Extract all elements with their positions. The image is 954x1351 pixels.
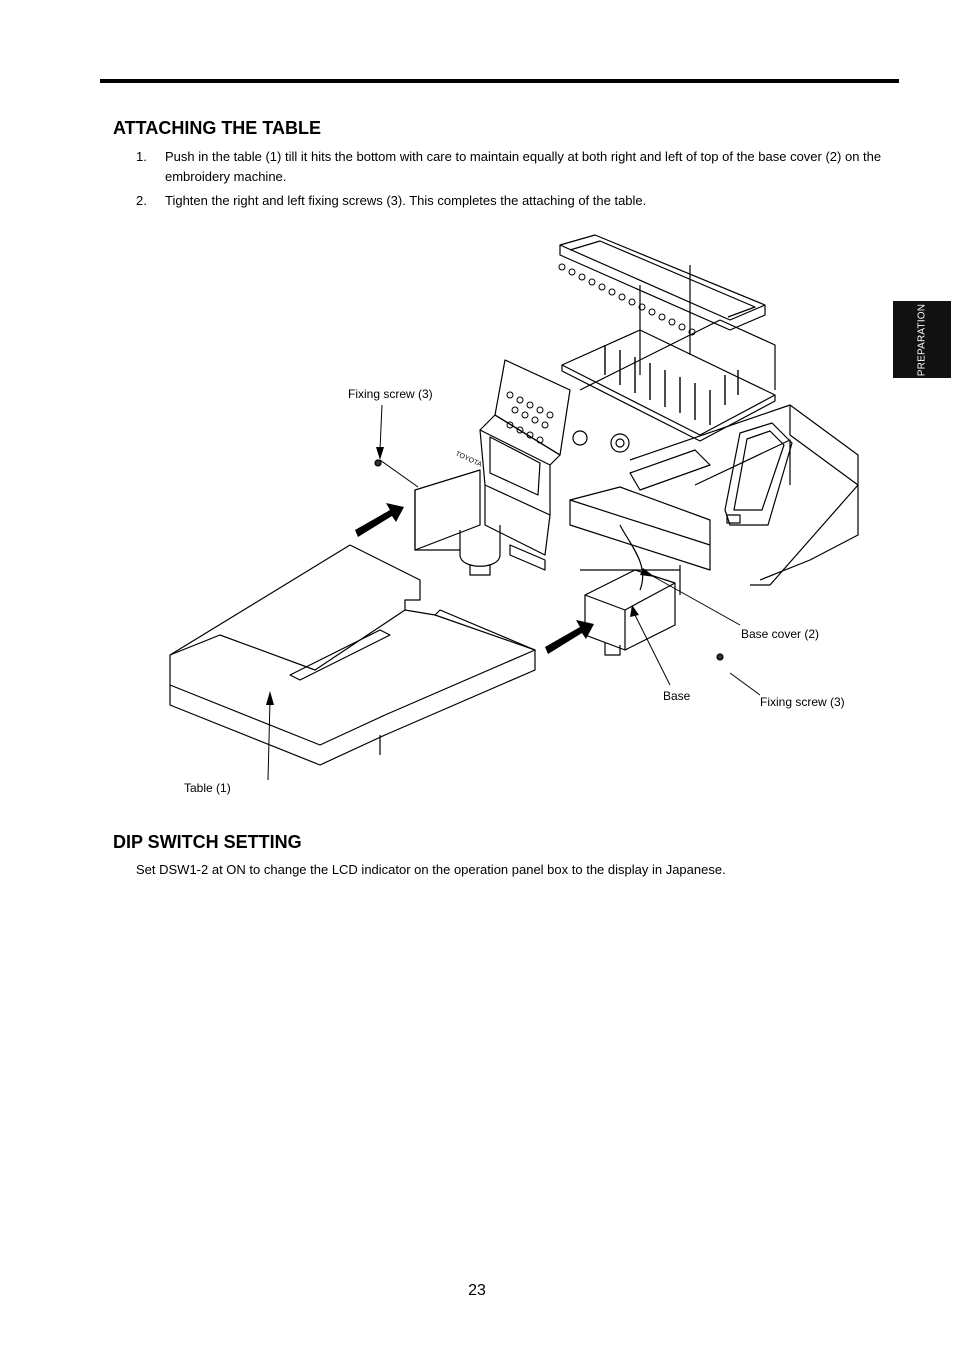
dip-text: Set DSW1-2 at ON to change the LCD indic… [136,862,726,877]
brand-mark: TOYOTA [454,450,483,468]
right-base [584,569,676,656]
machine-base [569,319,859,595]
step-number: 1. [136,149,147,164]
table-plate [169,544,536,766]
left-arm [414,469,501,576]
callout-arrowheads [266,447,655,705]
label-base: Base [663,689,691,703]
machine-figure: TOYOTA Fixing screw (3) Base cover (2) B… [150,225,870,805]
step-number: 2. [136,193,147,208]
attaching-heading: ATTACHING THE TABLE [113,118,321,138]
label-fixing-screw-left: Fixing screw (3) [348,387,433,401]
callout-lines [267,404,761,781]
insert-arrows [355,503,594,654]
thread-stand [558,234,776,442]
label-fixing-screw-right: Fixing screw (3) [760,695,845,709]
top-rule [100,79,899,83]
label-base-cover: Base cover (2) [741,627,820,641]
section-tab-label: PREPARATION [916,303,928,376]
step-text: Push in the table (1) till it hits the b… [165,149,882,184]
dip-heading: DIP SWITCH SETTING [113,832,302,852]
step-text: Tighten the right and left fixing screws… [165,193,647,208]
embroidery-head [479,359,630,571]
label-table: Table (1) [184,781,231,795]
section-tab: PREPARATION [893,301,951,378]
page-number: 23 [468,1282,486,1299]
machine-illustration: TOYOTA [169,234,859,781]
